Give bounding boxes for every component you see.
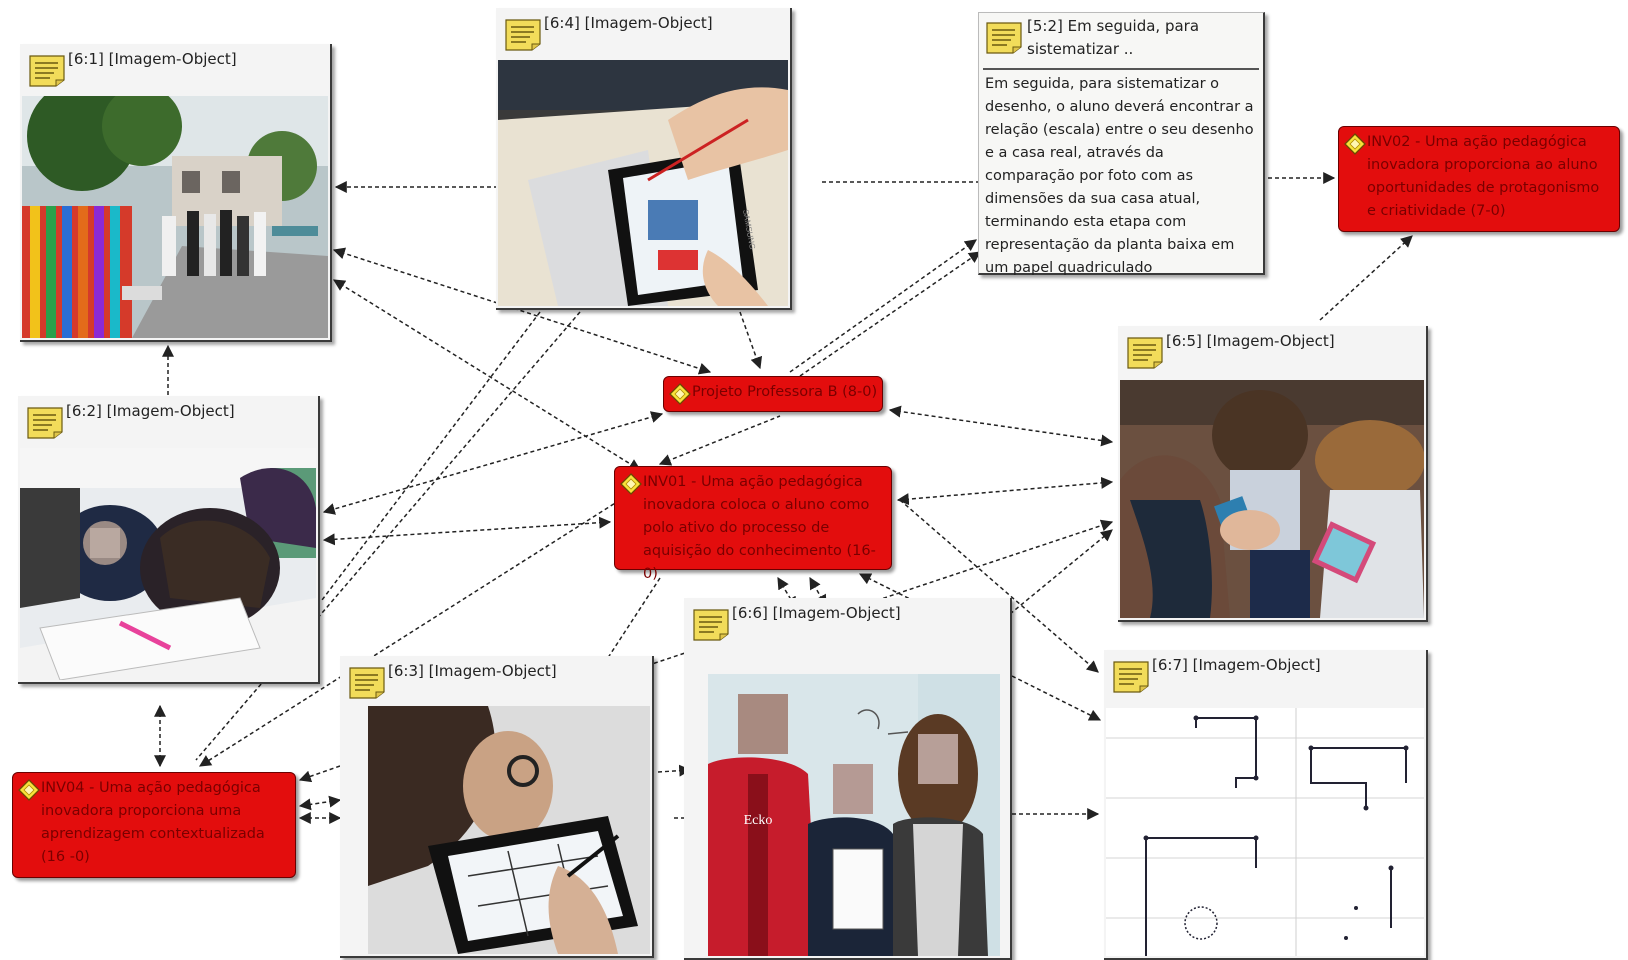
link-6-3-to-inv04-b	[298, 795, 342, 811]
code-diamond-icon	[620, 473, 642, 495]
image-node-6-3[interactable]: [6:3] [Imagem-Object]	[340, 656, 654, 958]
node-label: [6:6] [Imagem-Object]	[732, 604, 901, 622]
code-node-inv04[interactable]: INV04 - Uma ação pedagógica inovadora pr…	[12, 772, 296, 878]
node-label: [6:5] [Imagem-Object]	[1166, 332, 1335, 350]
code-diamond-icon	[669, 383, 691, 405]
code-node-inv01[interactable]: INV01 - Uma ação pedagógica inovadora co…	[614, 466, 892, 582]
memo-note-icon	[27, 407, 63, 439]
link-6-4-to-projeto	[739, 311, 763, 370]
link-inv01-to-projeto	[658, 415, 781, 466]
link-projeto-to-memo-b	[799, 251, 981, 377]
link-projeto-to-6-5	[888, 405, 1114, 447]
code-node-inv02[interactable]: INV02 - Uma ação pedagógica inovadora pr…	[1338, 126, 1620, 232]
memo-note-icon	[1113, 661, 1149, 693]
link-6-5-to-inv02	[1319, 235, 1413, 321]
link-6-6-to-6-5-b	[1009, 529, 1113, 615]
image-node-6-5[interactable]: [6:5] [Imagem-Object]	[1118, 326, 1428, 622]
memo-note-icon	[986, 22, 1022, 54]
link-inv01-to-6-6-b	[809, 576, 827, 608]
node-label: [6:1] [Imagem-Object]	[68, 50, 237, 68]
tablet-drawing-photo: SAMSUNG	[498, 60, 788, 306]
link-inv01-to-6-7	[899, 499, 1099, 673]
memo-note-icon	[1127, 337, 1163, 369]
code-label: Projeto Professora B (8-0)	[692, 384, 878, 400]
link-inv01-to-6-3	[599, 577, 661, 672]
floor-plan-sketch-photo	[1106, 708, 1424, 956]
node-label: [6:3] [Imagem-Object]	[388, 662, 557, 680]
node-label: [6:2] [Imagem-Object]	[66, 402, 235, 420]
code-label: INV04 - Uma ação pedagógica inovadora pr…	[41, 780, 265, 865]
node-header: [6:2] [Imagem-Object]	[18, 396, 318, 446]
link-6-6-to-6-7	[1011, 675, 1102, 721]
school-courtyard-photo	[22, 96, 328, 338]
link-inv01-to-inv04	[198, 499, 621, 767]
code-label: INV01 - Uma ação pedagógica inovadora co…	[643, 474, 876, 582]
memo-divider	[983, 68, 1259, 70]
link-projeto-to-6-2	[322, 411, 664, 515]
image-node-6-7[interactable]: [6:7] [Imagem-Object]	[1104, 650, 1428, 960]
shirt-print-text: Ecko	[744, 813, 773, 828]
link-6-4-to-6-2	[321, 311, 541, 601]
memo-note-icon	[349, 667, 385, 699]
node-header: [6:7] [Imagem-Object]	[1104, 650, 1426, 700]
memo-body: Em seguida, para sistematizar o desenho,…	[985, 76, 1254, 276]
group-with-tablets-photo	[1120, 380, 1424, 618]
memo-note-icon	[505, 19, 541, 51]
link-inv01-to-6-2	[322, 516, 612, 546]
link-projeto-to-memo-a	[789, 239, 977, 373]
link-6-3-to-inv04	[298, 765, 341, 783]
node-label: [6:7] [Imagem-Object]	[1152, 656, 1321, 674]
image-node-6-1[interactable]: [6:1] [Imagem-Object]	[20, 44, 332, 342]
image-node-6-2[interactable]: [6:2] [Imagem-Object]	[18, 396, 320, 684]
node-header: [6:4] [Imagem-Object]	[496, 8, 790, 58]
node-header: [6:3] [Imagem-Object]	[340, 656, 652, 706]
node-header: [6:6] [Imagem-Object]	[684, 598, 1010, 648]
image-node-6-4[interactable]: [6:4] [Imagem-Object] SAMSUNG	[496, 8, 792, 310]
students-drawing-photo	[20, 448, 316, 680]
image-node-6-6[interactable]: [6:6] [Imagem-Object] Ecko	[684, 598, 1012, 960]
code-label: INV02 - Uma ação pedagógica inovadora pr…	[1367, 134, 1600, 219]
node-label: [6:4] [Imagem-Object]	[544, 14, 713, 32]
code-diamond-icon	[1344, 133, 1366, 155]
code-node-projeto-professora-b[interactable]: Projeto Professora B (8-0)	[663, 376, 883, 412]
memo-note-icon	[693, 609, 729, 641]
memo-node-5-2[interactable]: [5:2] Em seguida, para sistematizar .. E…	[978, 12, 1265, 276]
tablet-floorplan-photo	[368, 706, 650, 954]
memo-title: [5:2] Em seguida, para sistematizar ..	[1027, 17, 1200, 58]
code-diamond-icon	[18, 779, 40, 801]
link-6-3-to-6-6	[657, 764, 692, 777]
node-header: [6:5] [Imagem-Object]	[1118, 326, 1426, 376]
memo-note-icon	[29, 55, 65, 87]
students-with-drawing-photo: Ecko	[708, 674, 1000, 956]
node-header: [6:1] [Imagem-Object]	[20, 44, 330, 94]
link-inv01-to-6-5	[896, 476, 1114, 506]
